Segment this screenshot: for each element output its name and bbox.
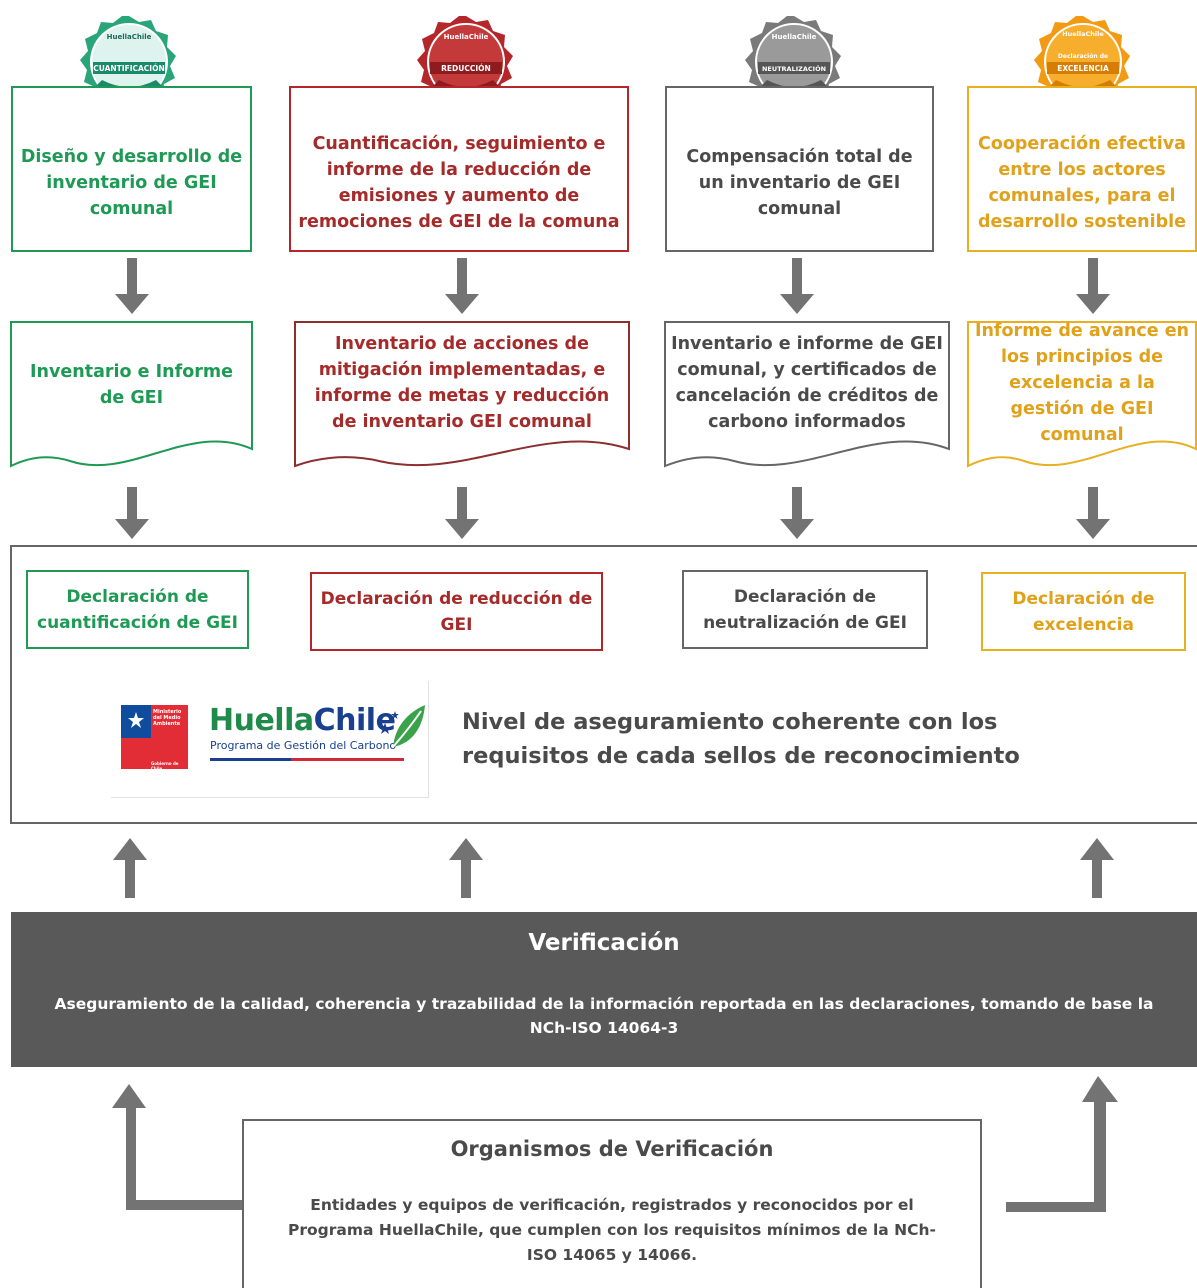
- arrow-down-icon: [1076, 258, 1110, 314]
- svg-text:Declaración de: Declaración de: [1058, 53, 1108, 60]
- stage-neutralizacion: Compensación total de un inventario de G…: [665, 86, 934, 252]
- document-shape: [10, 321, 253, 468]
- arrow-up-icon: [449, 838, 483, 898]
- arrow-down-icon: [780, 487, 814, 539]
- arrow-down-icon: [115, 258, 149, 314]
- declaration-neutralizacion: Declaración de neutralización de GEI: [682, 570, 928, 649]
- svg-text:HuellaChile: HuellaChile: [107, 33, 152, 41]
- bent-arrow-up-left-icon: [112, 1084, 252, 1210]
- report-cuantificacion: Inventario e Informe de GEI: [10, 321, 253, 471]
- document-shape: [294, 321, 630, 468]
- svg-text:EXCELENCIA: EXCELENCIA: [1057, 64, 1109, 73]
- document-shape: [967, 321, 1197, 468]
- svg-text:HuellaChile: HuellaChile: [772, 33, 817, 41]
- badge-reduccion: HuellaChile REDUCCIÓN 2020: [413, 14, 519, 112]
- huellachile-logo: Ministerio del Medio Ambiente Gobierno d…: [111, 681, 429, 798]
- badge-excelencia: HuellaChile Declaración de EXCELENCIA 20…: [1030, 14, 1136, 112]
- document-shape: [664, 321, 950, 468]
- verification-block: Verificación Aseguramiento de la calidad…: [11, 912, 1197, 1067]
- arrow-down-icon: [445, 258, 479, 314]
- report-reduccion: Inventario de acciones de mitigación imp…: [294, 321, 630, 471]
- declaration-cuantificacion: Declaración de cuantificación de GEI: [26, 570, 249, 649]
- svg-text:NEUTRALIZACIÓN: NEUTRALIZACIÓN: [762, 64, 826, 73]
- verifiers-description: Entidades y equipos de verificación, reg…: [288, 1196, 936, 1264]
- stage-reduccion: Cuantificación, seguimiento e informe de…: [289, 86, 629, 252]
- badge-cuantificacion: HuellaChile CUANTIFICACIÓN 2020: [76, 14, 182, 112]
- verifiers-title: Organismos de Verificación: [450, 1137, 774, 1161]
- declaration-reduccion: Declaración de reducción de GEI: [310, 572, 603, 651]
- brand-name: HuellaChile: [209, 703, 396, 738]
- report-excelencia: Informe de avance en los principios de e…: [967, 321, 1197, 471]
- verification-description: Aseguramiento de la calidad, coherencia …: [54, 995, 1154, 1037]
- seal-icon: HuellaChile CUANTIFICACIÓN 2020: [80, 16, 176, 107]
- svg-text:HuellaChile: HuellaChile: [1062, 30, 1104, 38]
- declaration-excelencia: Declaración de excelencia: [981, 572, 1186, 651]
- bent-arrow-up-right-icon: [1006, 1076, 1118, 1212]
- seal-icon: HuellaChile NEUTRALIZACIÓN 2020: [745, 16, 841, 107]
- arrow-down-icon: [1076, 487, 1110, 539]
- arrow-up-icon: [1080, 838, 1114, 898]
- arrow-down-icon: [115, 487, 149, 539]
- seal-icon: HuellaChile REDUCCIÓN 2020: [417, 16, 513, 107]
- verification-title: Verificación: [528, 930, 680, 956]
- arrow-down-icon: [445, 487, 479, 539]
- seal-icon: HuellaChile Declaración de EXCELENCIA 20…: [1034, 16, 1130, 107]
- stage-excelencia: Cooperación efectiva entre los actores c…: [967, 86, 1197, 252]
- ministry-logo: Ministerio del Medio Ambiente Gobierno d…: [121, 705, 188, 771]
- star-icon: [128, 712, 144, 728]
- badge-neutralizacion: HuellaChile NEUTRALIZACIÓN 2020: [741, 14, 847, 112]
- assurance-text: Nivel de aseguramiento coherente con los…: [462, 709, 1020, 769]
- svg-text:HuellaChile: HuellaChile: [444, 33, 489, 41]
- program-name: Programa de Gestión del Carbono: [210, 739, 397, 752]
- stage-cuantificacion: Diseño y desarrollo de inventario de GEI…: [11, 86, 252, 252]
- report-neutralizacion: Inventario e informe de GEI comunal, y c…: [664, 321, 950, 471]
- svg-text:REDUCCIÓN: REDUCCIÓN: [441, 64, 491, 73]
- arrow-down-icon: [780, 258, 814, 314]
- leaf-icon: [379, 705, 425, 748]
- arrow-up-icon: [113, 838, 147, 898]
- svg-text:CUANTIFICACIÓN: CUANTIFICACIÓN: [93, 64, 165, 73]
- verifiers-box: Organismos de Verificación Entidades y e…: [242, 1119, 982, 1288]
